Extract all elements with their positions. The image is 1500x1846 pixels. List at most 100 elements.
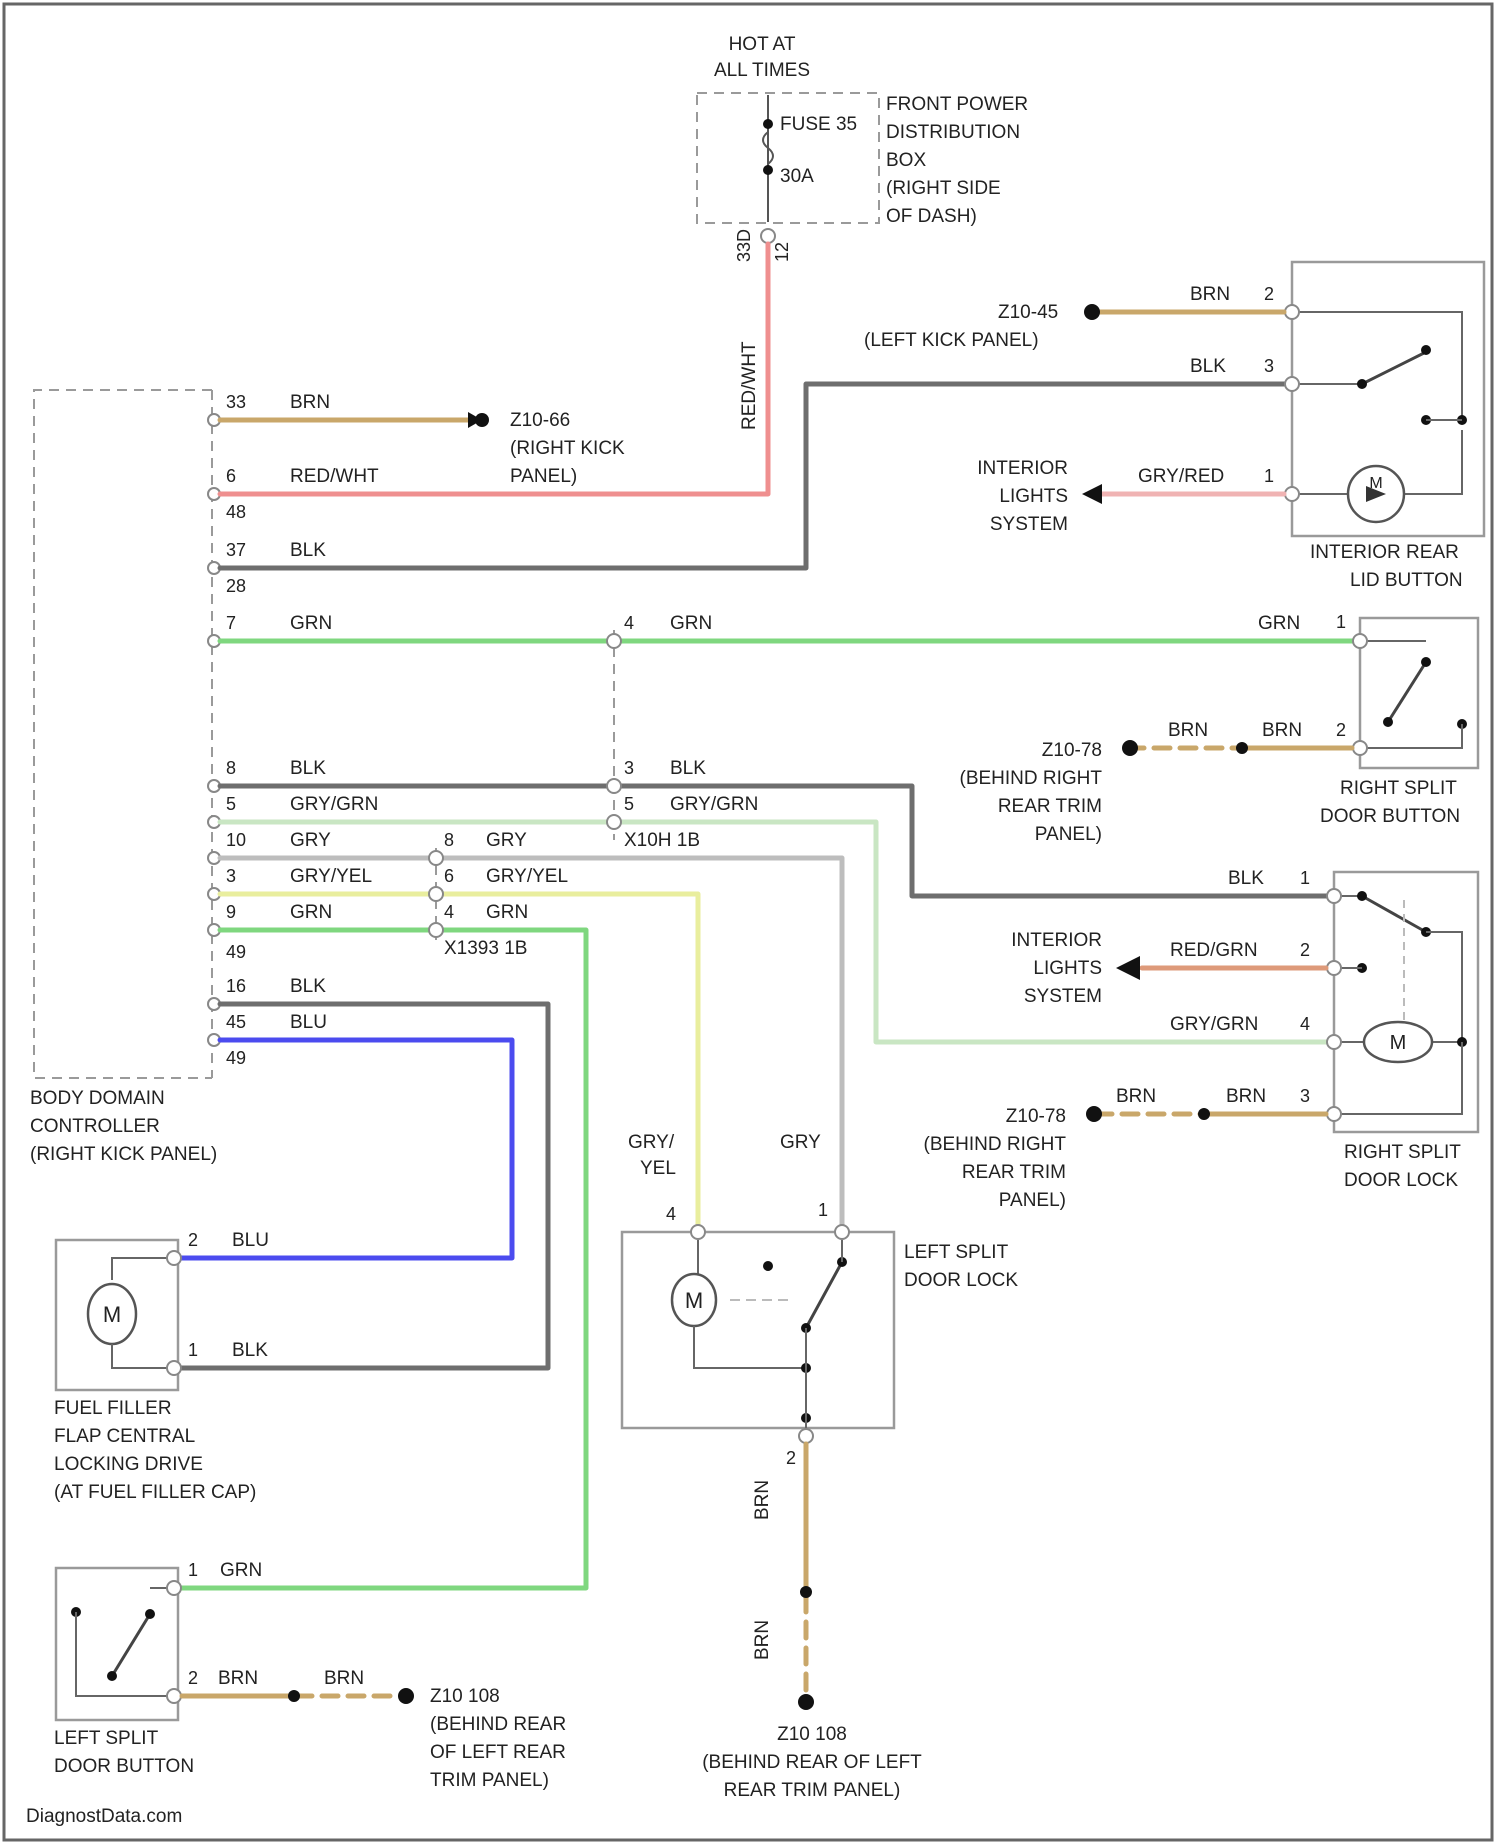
splice2-name: X1393 1B xyxy=(444,938,527,959)
fuse-terminal-top xyxy=(763,119,773,129)
lid-label-1: INTERIOR REAR xyxy=(1310,542,1459,563)
wire-blk-8 xyxy=(220,786,1334,896)
lsl-w-brn1: BRN xyxy=(752,1480,773,1520)
fuel-pin2: 2 xyxy=(188,1230,198,1250)
rsb-switch-blade xyxy=(1388,662,1426,722)
lsb-g4: TRIM PANEL) xyxy=(430,1770,549,1791)
fuel-w-blk: BLK xyxy=(232,1340,268,1361)
lsb-label-1: LEFT SPLIT xyxy=(54,1728,159,1749)
ctrl-pin-33: 33 xyxy=(226,392,246,412)
splice1-pin4: 4 xyxy=(624,613,634,633)
splice1-blk: BLK xyxy=(670,758,706,779)
power-box-line4: (RIGHT SIDE xyxy=(886,178,1001,199)
rsb-w-brn2: BRN xyxy=(1262,720,1302,741)
left-split-door-lock: M 4 1 2 LEFT SPLIT DOOR LOCK xyxy=(622,1200,1018,1468)
power-pin-a: 33D xyxy=(734,229,754,262)
power-distribution-box: HOT AT ALL TIMES FUSE 35 30A FRONT POWER… xyxy=(697,34,1028,262)
fuel-w-blu: BLU xyxy=(232,1230,269,1251)
ctrl-wire-45: BLU xyxy=(290,1012,327,1033)
rsl-pin1: 1 xyxy=(1300,868,1310,888)
lsl-w-gry-a: GRY/ xyxy=(628,1132,675,1153)
rsl-w-redgrn: RED/GRN xyxy=(1170,940,1258,961)
lsb-g1: Z10 108 xyxy=(430,1686,500,1707)
controller-line3: (RIGHT KICK PANEL) xyxy=(30,1144,217,1165)
hot-label-1: HOT AT xyxy=(729,34,796,55)
z1066-line1: Z10-66 xyxy=(510,410,570,431)
lsl-pin1: 1 xyxy=(818,1200,828,1220)
power-box-line1: FRONT POWER xyxy=(886,94,1028,115)
lid-sys1: INTERIOR xyxy=(977,458,1068,479)
power-box-line3: BOX xyxy=(886,150,926,171)
rsl-motor-m: M xyxy=(1390,1032,1407,1054)
rsb-label-2: DOOR BUTTON xyxy=(1320,806,1460,827)
z10108b-line1: Z10 108 xyxy=(777,1724,847,1745)
rsb-g2: (BEHIND RIGHT xyxy=(960,768,1103,789)
lsb-label-2: DOOR BUTTON xyxy=(54,1756,194,1777)
ctrl-sub-49a: 49 xyxy=(226,942,246,962)
lsl-w-brn2: BRN xyxy=(752,1620,773,1660)
ctrl-wire-9: GRN xyxy=(290,902,332,923)
splice2-pin6: 6 xyxy=(444,866,454,886)
rsb-pin2: 2 xyxy=(1336,720,1346,740)
fuse-box-outline xyxy=(697,93,879,223)
lid-w-blk: BLK xyxy=(1190,356,1226,377)
lid-w-gryred: GRY/RED xyxy=(1138,466,1224,487)
splice2-grn: GRN xyxy=(486,902,528,923)
lid-pin2: 2 xyxy=(1264,284,1274,304)
lsl-switch-blade xyxy=(806,1262,842,1328)
lid-pin1: 1 xyxy=(1264,466,1274,486)
rsl-w-brn2: BRN xyxy=(1226,1086,1266,1107)
ctrl-wire-5: GRY/GRN xyxy=(290,794,378,815)
rsb-w-brn1: BRN xyxy=(1168,720,1208,741)
ctrl-pin-7: 7 xyxy=(226,613,236,633)
hot-label-2: ALL TIMES xyxy=(714,60,810,81)
lsb-w-brn1: BRN xyxy=(218,1668,258,1689)
rsl-pin4: 4 xyxy=(1300,1014,1310,1034)
ctrl-pin-16: 16 xyxy=(226,976,246,996)
lid-pin3: 3 xyxy=(1264,356,1274,376)
rsl-label-2: DOOR LOCK xyxy=(1344,1170,1458,1191)
right-split-door-button: 1 2 RIGHT SPLIT DOOR BUTTON xyxy=(1320,612,1478,827)
lsl-motor-m: M xyxy=(685,1288,703,1313)
rsl-sys3: SYSTEM xyxy=(1024,986,1102,1007)
ctrl-pin-45: 45 xyxy=(226,1012,246,1032)
splice1-name: X10H 1B xyxy=(624,830,700,851)
wire-red-wht xyxy=(220,244,768,494)
ctrl-wire-8: BLK xyxy=(290,758,326,779)
ctrl-sub-28: 28 xyxy=(226,576,246,596)
z1045-line1: Z10-45 xyxy=(998,302,1058,323)
watermark: DiagnostData.com xyxy=(26,1806,182,1827)
lsl-pin2: 2 xyxy=(786,1448,796,1468)
ctrl-wire-6: RED/WHT xyxy=(290,466,379,487)
rsb-g1: Z10-78 xyxy=(1042,740,1102,761)
z10108b-line3: REAR TRIM PANEL) xyxy=(724,1780,901,1801)
ctrl-pin-5: 5 xyxy=(226,794,236,814)
rsl-g1: Z10-78 xyxy=(1006,1106,1066,1127)
fuel-label-3: LOCKING DRIVE xyxy=(54,1454,203,1475)
controller-line2: CONTROLLER xyxy=(30,1116,160,1137)
lid-w-brn: BRN xyxy=(1190,284,1230,305)
rsl-sys1: INTERIOR xyxy=(1011,930,1102,951)
ctrl-pin-6: 6 xyxy=(226,466,236,486)
z1066-line3: PANEL) xyxy=(510,466,577,487)
body-domain-controller: BODY DOMAIN CONTROLLER (RIGHT KICK PANEL… xyxy=(30,390,217,1165)
rsl-g4: PANEL) xyxy=(999,1190,1066,1211)
splice1-grygrn: GRY/GRN xyxy=(670,794,758,815)
power-box-line2: DISTRIBUTION xyxy=(886,122,1020,143)
rsb-w-grn: GRN xyxy=(1258,613,1300,634)
power-box-line5: OF DASH) xyxy=(886,206,977,227)
splice1-grn: GRN xyxy=(670,613,712,634)
ctrl-wire-7: GRN xyxy=(290,613,332,634)
lsl-label-1: LEFT SPLIT xyxy=(904,1242,1009,1263)
lsb-w-grn: GRN xyxy=(220,1560,262,1581)
ground-z1045-icon xyxy=(1084,304,1100,320)
rsl-g2: (BEHIND RIGHT xyxy=(924,1134,1067,1155)
ctrl-wire-3: GRY/YEL xyxy=(290,866,372,887)
splice2-gryyel: GRY/YEL xyxy=(486,866,568,887)
lsl-label-2: DOOR LOCK xyxy=(904,1270,1018,1291)
fuse-amps: 30A xyxy=(780,166,814,187)
ground-z10108-bottom-icon xyxy=(798,1694,814,1710)
rsl-w-blk: BLK xyxy=(1228,868,1264,889)
right-split-door-lock: M 1 2 4 3 RIGHT SPLIT DOOR LOCK xyxy=(1300,868,1478,1191)
